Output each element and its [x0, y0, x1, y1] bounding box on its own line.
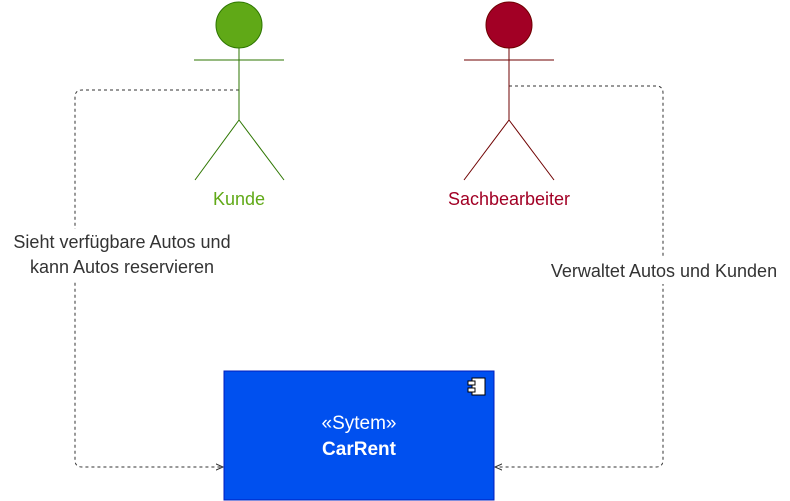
system-box [223, 370, 495, 501]
actor-kunde-left-leg [194, 119, 240, 181]
system-stereotype: «Sytem» [322, 413, 397, 434]
actor-kunde-right-leg [238, 119, 285, 181]
actor-kunde-head [215, 1, 263, 49]
edge-label-kunde-line2: kann Autos reservieren [30, 257, 214, 277]
actor-sachbearbeiter-left-leg [463, 119, 510, 181]
system-carrent[interactable]: «Sytem» CarRent [223, 370, 495, 501]
edge-label-bg-kunde [0, 229, 246, 281]
actor-sachbearbeiter-head [485, 1, 533, 49]
actor-kunde[interactable] [194, 1, 285, 181]
edge-label-sachbearbeiter: Verwaltet Autos und Kunden [551, 261, 777, 281]
actor-sachbearbeiter-label: Sachbearbeiter [448, 189, 570, 209]
edge-label-bg-sachbearbeiter [537, 258, 790, 284]
actor-sachbearbeiter[interactable] [463, 1, 555, 181]
actor-kunde-label: Kunde [213, 189, 265, 209]
actor-sachbearbeiter-right-leg [508, 119, 555, 181]
edge-label-kunde-line1: Sieht verfügbare Autos und [13, 232, 230, 252]
system-name: CarRent [322, 439, 397, 460]
component-icon [467, 377, 486, 396]
